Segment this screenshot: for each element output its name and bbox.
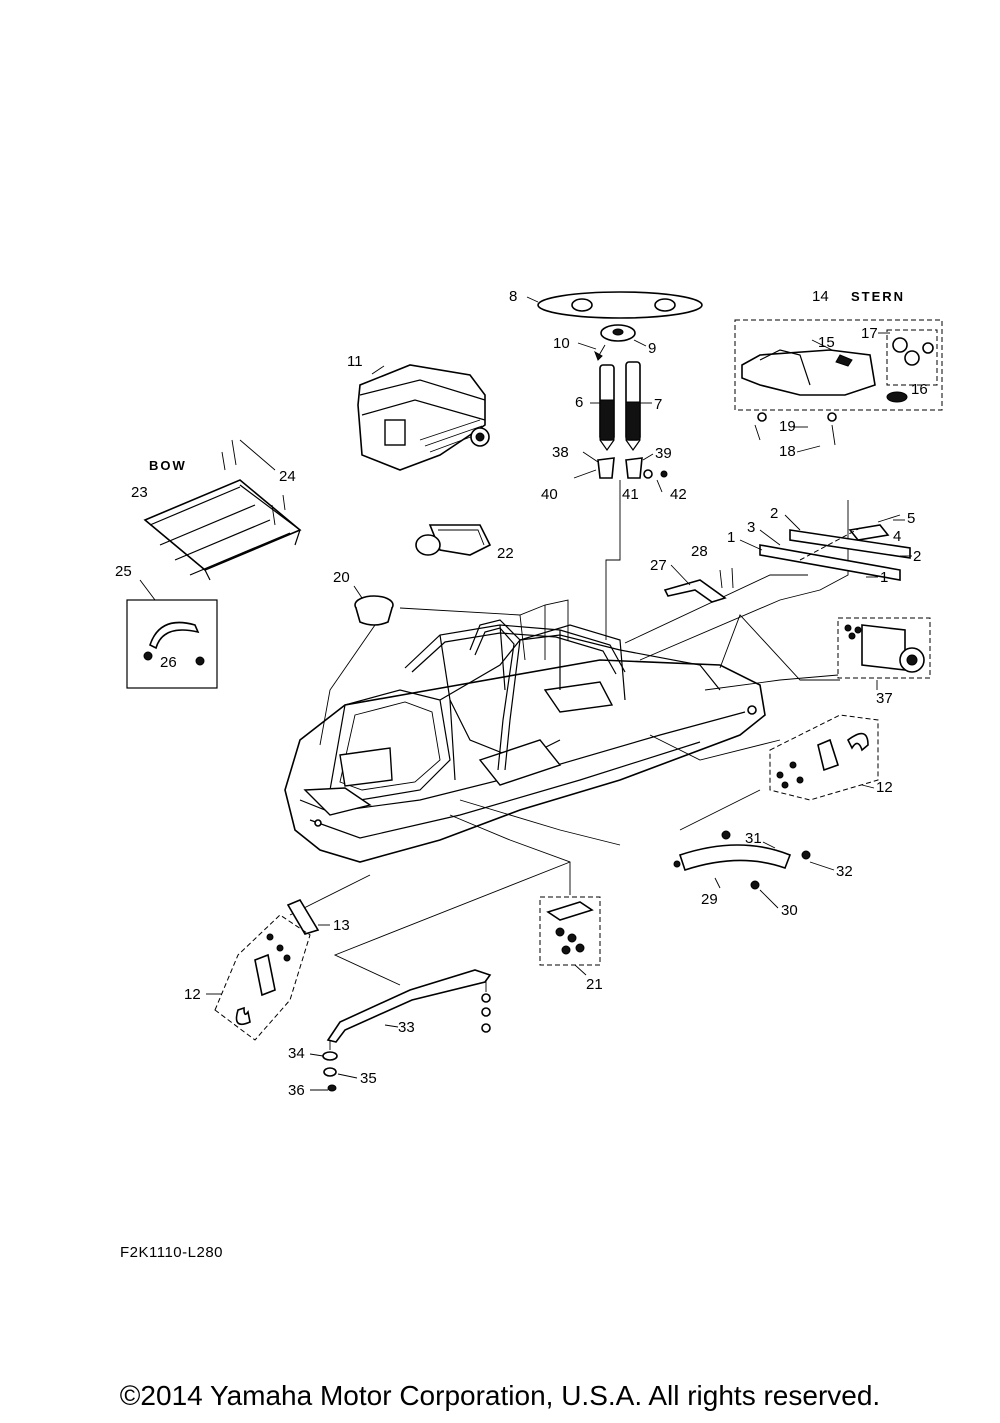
boat-hull [284,634,766,863]
callout-9: 9 [648,340,656,357]
callout-37: 37 [876,690,893,707]
part-23-24-ladder [143,439,302,581]
callout-13: 13 [333,917,350,934]
part-38-42-brackets [573,457,668,479]
part-12-13-left [214,898,320,1041]
callout-2a: 2 [770,505,778,522]
part-9-mount [594,324,636,361]
windshield [404,624,626,701]
callout-17: 17 [861,325,878,342]
callout-12b: 12 [184,986,201,1003]
callout-18: 18 [779,443,796,460]
callout-1a: 1 [727,529,735,546]
callout-27: 27 [650,557,667,574]
callout-20: 20 [333,569,350,586]
part-25-box [126,579,218,689]
callout-39: 39 [655,445,672,462]
callout-22: 22 [497,545,514,562]
callout-32: 32 [836,863,853,880]
part-27-28-strap [663,567,734,603]
part-6-7-poles [599,361,641,452]
callout-30: 30 [781,902,798,919]
part-11-cooler [357,364,490,471]
callout-33: 33 [398,1019,415,1036]
callout-38: 38 [552,444,569,461]
callout-ticks [206,332,912,1091]
callout-24: 24 [279,468,296,485]
part-37-box [837,617,931,679]
callout-15: 15 [818,334,835,351]
callout-7: 7 [654,396,662,413]
callout-42: 42 [670,486,687,503]
callout-21: 21 [586,976,603,993]
callout-numbers: 8 9 10 6 7 38 39 40 41 42 11 14 STERN 15… [115,288,928,1099]
part-8-cover [526,291,703,319]
diagram-code: F2K1110-L280 [120,1244,224,1261]
callout-29: 29 [701,891,718,908]
callout-14: 14 [812,288,829,305]
part-20-cup-holder [354,595,394,626]
callout-16: 16 [911,381,928,398]
callout-25: 25 [115,563,132,580]
part-14-stern-box [734,319,943,446]
callout-36: 36 [288,1082,305,1099]
callout-40: 40 [541,486,558,503]
part-29-handle [673,830,811,890]
copyright-notice: ©2014 Yamaha Motor Corporation, U.S.A. A… [119,1380,881,1411]
callout-11: 11 [347,353,363,370]
callout-5: 5 [907,510,915,527]
callout-35: 35 [360,1070,377,1087]
callout-28: 28 [691,543,708,560]
part-12-right-eye [769,714,879,801]
callout-23: 23 [131,484,148,501]
part-22-mirror [415,524,492,556]
stern-label: STERN [851,289,905,304]
part-21-box [539,896,601,966]
callout-19: 19 [779,418,796,435]
callout-26: 26 [160,654,177,671]
callout-3: 3 [747,519,755,536]
callout-31: 31 [745,830,762,847]
callout-2b: 2 [913,548,921,565]
callout-10: 10 [553,335,570,352]
callout-8: 8 [509,288,517,305]
callout-12a: 12 [876,779,893,796]
callout-4: 4 [893,528,901,545]
callout-1b: 1 [880,569,888,586]
wake-tower [449,619,626,781]
callout-41: 41 [622,486,639,503]
bow-label: BOW [149,458,187,473]
part-33-36-rail [322,969,492,1092]
callout-6: 6 [575,394,583,411]
callout-34: 34 [288,1045,305,1062]
part-1-5-rails [759,514,911,581]
